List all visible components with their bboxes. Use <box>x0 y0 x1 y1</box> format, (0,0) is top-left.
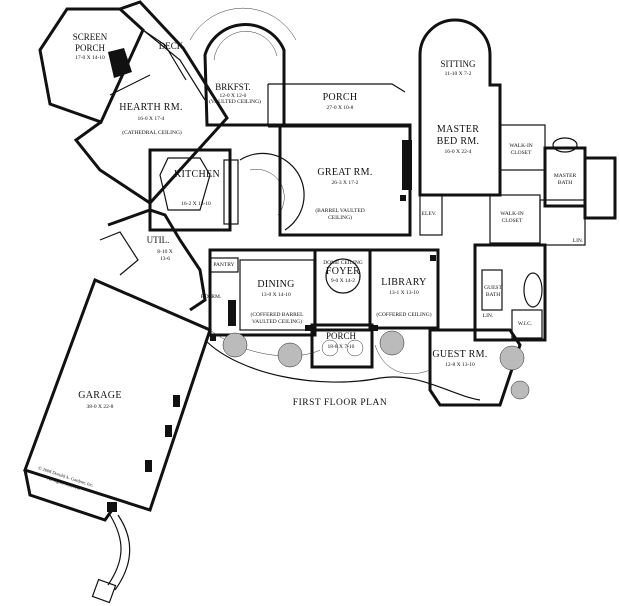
elev-label: ELEV. <box>422 211 437 217</box>
hearth-fireplace <box>108 48 132 78</box>
screen-porch-dim: 17-0 X 14-10 <box>75 55 105 61</box>
brkfst-note: (VAULTED CEILING) <box>209 98 261 105</box>
pd-rm-label: P.D. RM. <box>201 294 222 300</box>
guest-rm-label: GUEST RM. <box>432 349 487 360</box>
foyer-note: DOME CEILING <box>323 260 363 266</box>
porch-front-label: PORCH <box>326 331 357 341</box>
guest-rm-dim: 12-8 X 13-10 <box>445 362 475 368</box>
lin-2-label: LIN. <box>483 313 494 319</box>
lin-1-label: LIN. <box>573 238 584 244</box>
wic-label: W.I.C. <box>518 321 533 327</box>
library-label: LIBRARY <box>381 277 426 288</box>
master-bed-dim: 16-0 X 22-4 <box>445 149 472 155</box>
garage-dim: 38-0 X 22-8 <box>87 404 114 410</box>
hearth-note: (CATHEDRAL CEILING) <box>122 129 182 136</box>
sitting-dim: 11-10 X 7-2 <box>445 71 472 77</box>
library-note: (COFFERED CEILING) <box>376 311 431 318</box>
util-label: UTIL. <box>147 235 170 245</box>
pantry-label: PANTRY <box>213 262 234 268</box>
walls <box>23 0 617 604</box>
garage-label: GARAGE <box>78 390 121 401</box>
deck-label: DECK <box>159 41 184 51</box>
dining-dim: 13-0 X 14-10 <box>261 292 291 298</box>
brkfst-dim: 12-0 X 12-0 <box>220 93 247 99</box>
hearth-dim: 16-0 X 17-4 <box>138 116 165 122</box>
foyer-label: FOYER <box>326 266 360 277</box>
hearth-label: HEARTH RM. <box>119 102 183 113</box>
plan-title: FIRST FLOOR PLAN <box>293 398 387 408</box>
foyer-dim: 9-0 X 14-2 <box>331 278 355 284</box>
great-fireplace <box>402 140 412 190</box>
porch-rear-dim: 27-0 X 10-8 <box>327 105 354 111</box>
sitting-label: SITTING <box>441 59 476 69</box>
kitchen-label: KITCHEN <box>174 169 220 180</box>
porch-rear-label: PORCH <box>323 92 358 103</box>
dining-label: DINING <box>257 279 294 290</box>
brkfst-label: BRKFST. <box>215 82 251 92</box>
library-dim: 13-1 X 13-10 <box>389 290 419 296</box>
kitchen-dim: 16-2 X 13-10 <box>181 201 211 207</box>
porch-front-dim: 18-8 X 7-10 <box>328 344 355 350</box>
great-label: GREAT RM. <box>317 167 372 178</box>
great-dim: 26-3 X 17-2 <box>332 180 359 186</box>
landscape-plants <box>222 330 530 400</box>
